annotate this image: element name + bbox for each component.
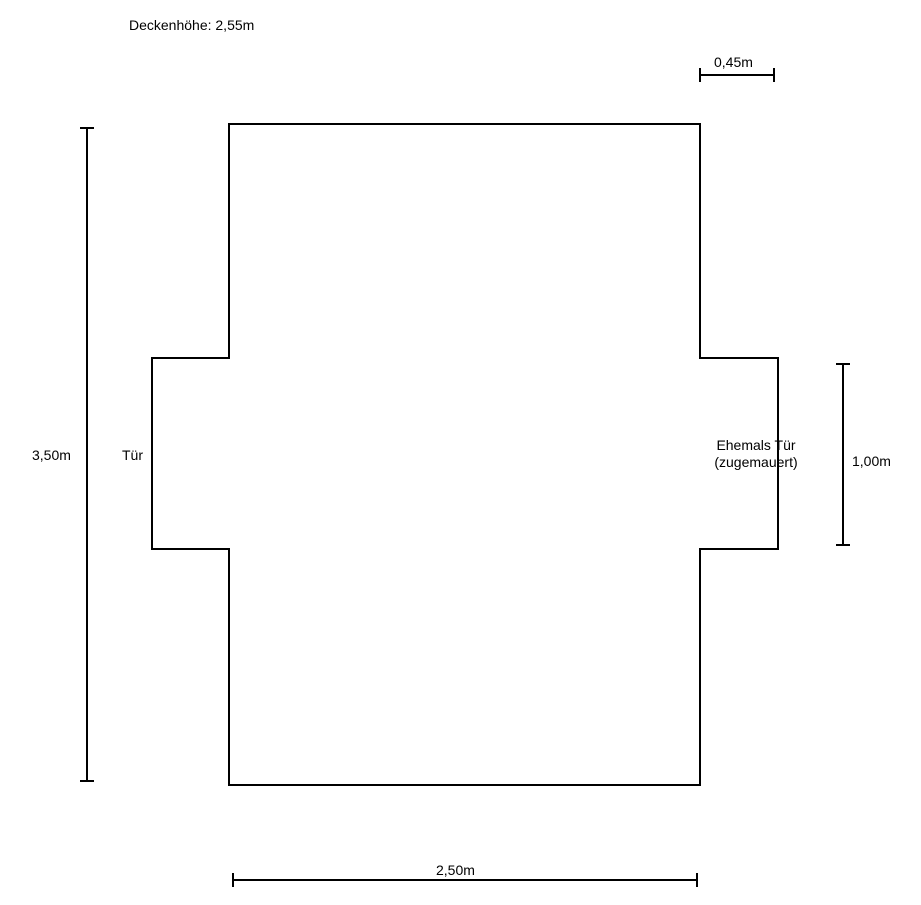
former-door-label: Ehemals Tür (zugemauert) [700,437,812,471]
alcove-height-label: 1,00m [852,453,891,469]
former-door-label-line1: Ehemals Tür [716,437,796,453]
room-outline [151,123,779,786]
alcove-depth-label: 0,45m [714,54,753,70]
left-door-label: Tür [122,447,143,463]
height-dimension-line [80,127,94,782]
alcove-depth-dimension-line [699,68,775,82]
total-height-label: 3,50m [32,447,71,463]
former-door-label-line2: (zugemauert) [714,454,798,470]
total-width-label: 2,50m [436,862,475,878]
ceiling-height-label: Deckenhöhe: 2,55m [129,17,255,33]
width-dimension-line [232,873,698,887]
alcove-height-dimension-line [836,363,850,546]
